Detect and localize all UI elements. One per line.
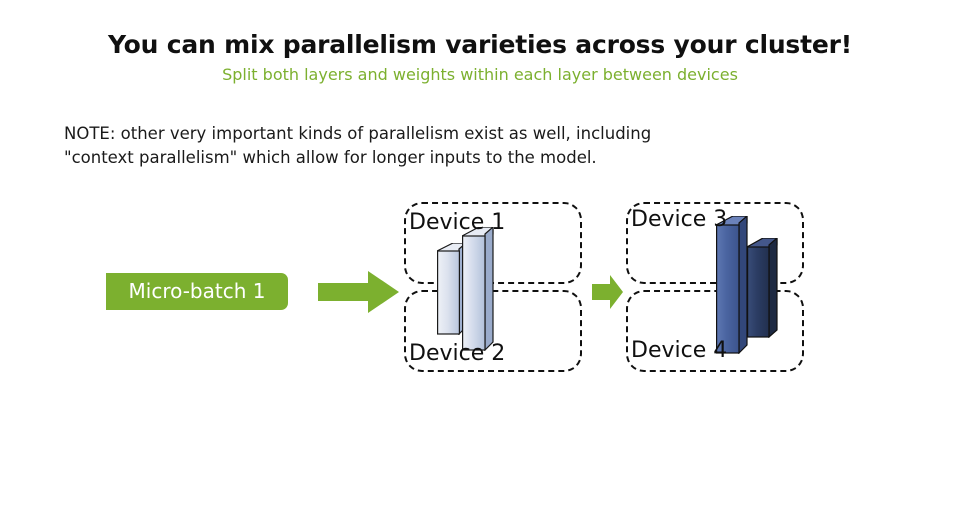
layer-weight-shard-b-bar: [462, 227, 494, 351]
right-arrow-icon: [318, 271, 399, 313]
device-label-device-4: Device 4: [631, 338, 728, 363]
device-box-device-4: [626, 290, 804, 372]
note-label: NOTE:: [64, 124, 116, 143]
device-label-device-1: Device 1: [409, 210, 506, 235]
note-line-1: NOTE: other very important kinds of para…: [64, 122, 764, 146]
micro-batch-label: Micro-batch 1: [106, 273, 288, 310]
page-subtitle: Split both layers and weights within eac…: [222, 65, 738, 84]
micro-batch-label-text: Micro-batch 1: [128, 279, 266, 303]
note-line-2: "context parallelism" which allow for lo…: [64, 148, 597, 167]
device-label-device-3: Device 3: [631, 207, 728, 232]
device-label-device-2: Device 2: [409, 341, 506, 366]
note-block: NOTE: other very important kinds of para…: [64, 122, 764, 170]
device-box-device-3: [626, 202, 804, 284]
layer-weight-shard-c-bar: [716, 216, 748, 354]
right-arrow-icon: [592, 275, 623, 309]
layer-weight-shard-d-bar: [747, 238, 778, 338]
page-title: You can mix parallelism varieties across…: [108, 30, 852, 59]
note-line-1-text: other very important kinds of parallelis…: [115, 124, 652, 143]
